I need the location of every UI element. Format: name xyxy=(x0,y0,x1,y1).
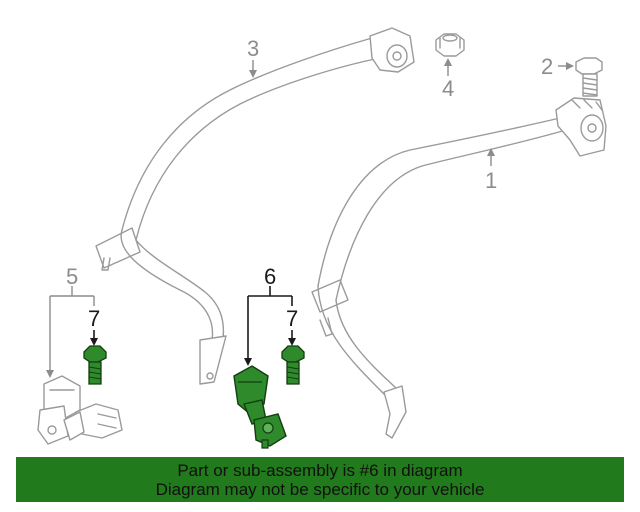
buckle-assembly-left xyxy=(37,375,123,445)
seat-belt-left xyxy=(95,27,415,385)
leader-6 xyxy=(244,286,293,366)
callout-5: 5 xyxy=(66,264,78,289)
callout-6: 6 xyxy=(264,264,276,289)
leader-5 xyxy=(46,286,95,378)
callout-1: 1 xyxy=(485,168,497,193)
seat-belt-right xyxy=(311,97,607,439)
banner-line-2: Diagram may not be specific to your vehi… xyxy=(155,479,485,499)
banner-line-1: Part or sub-assembly is #6 in diagram xyxy=(177,460,463,480)
banner-background xyxy=(16,457,624,502)
callout-7-right: 7 xyxy=(286,306,298,331)
info-banner: Part or sub-assembly is #6 in diagram Di… xyxy=(16,457,624,502)
callout-3: 3 xyxy=(247,36,259,61)
nut-part xyxy=(435,33,465,57)
callout-7-left: 7 xyxy=(88,306,100,331)
buckle-assembly-highlighted xyxy=(233,365,287,449)
bolt-highlighted-left xyxy=(83,345,107,385)
bolt-part xyxy=(575,57,603,97)
bolt-highlighted-right xyxy=(281,345,305,385)
callout-4: 4 xyxy=(442,76,454,101)
callout-2: 2 xyxy=(541,54,553,79)
